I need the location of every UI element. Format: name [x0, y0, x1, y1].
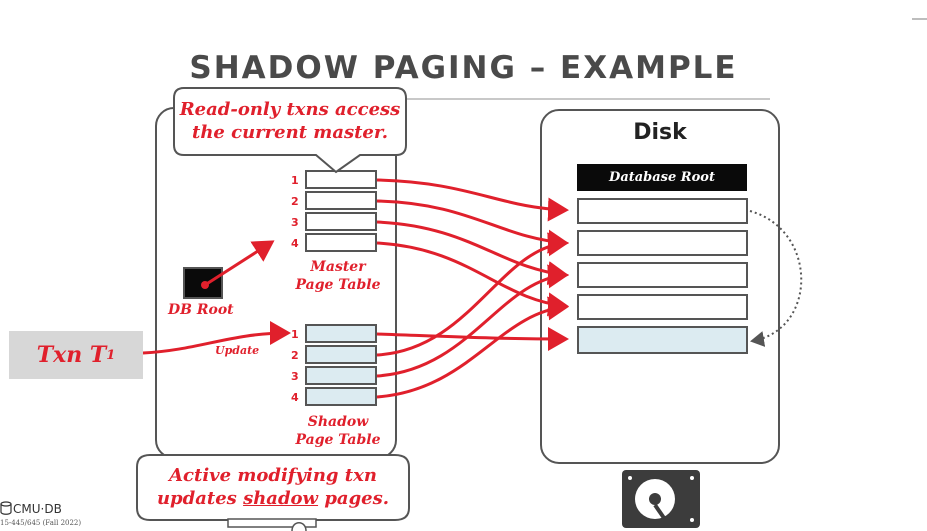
- shadow-table-label: Shadow Page Table: [286, 413, 390, 449]
- bottom-callout-line-1: Active modifying txn: [169, 465, 377, 486]
- db-root-label: DB Root: [168, 302, 234, 318]
- arrow-master-1: [376, 178, 569, 222]
- master-slot-1: [305, 170, 377, 189]
- arrow-master-3: [376, 220, 569, 286]
- disk-container: [540, 109, 780, 464]
- shadow-page-table: [305, 324, 377, 406]
- shadow-slot-2: [305, 345, 377, 364]
- hard-drive-icon: [622, 470, 700, 528]
- disk-page-2: [577, 230, 748, 256]
- database-root-box: Database Root: [577, 164, 747, 191]
- shadow-slot-num-1: 1: [291, 328, 299, 341]
- partial-slab: [227, 518, 317, 528]
- shadow-slot-1: [305, 324, 377, 343]
- disk-page-1: [577, 198, 748, 224]
- arrow-shadow-1: [376, 326, 569, 351]
- bottom-callout-bubble: [136, 454, 410, 521]
- page-title: SHADOW PAGING – EXAMPLE: [189, 50, 738, 86]
- arrow-master-4: [376, 241, 569, 317]
- txn-label: Txn T: [36, 342, 107, 368]
- title-underline: [180, 98, 770, 100]
- disk-page-4: [577, 294, 748, 320]
- master-page-table: [305, 170, 377, 252]
- shadow-slot-4: [305, 387, 377, 406]
- master-slot-num-4: 4: [291, 237, 299, 250]
- disk-page-3: [577, 262, 748, 288]
- master-label-line-2: Page Table: [295, 277, 381, 293]
- master-slot-num-2: 2: [291, 195, 299, 208]
- arrow-shadow-2: [376, 232, 569, 357]
- shadow-slot-3: [305, 366, 377, 385]
- top-callout-line-2: the current master.: [192, 122, 388, 143]
- dashed-return-arrow: [749, 210, 803, 347]
- shadow-slot-num-4: 4: [291, 391, 299, 404]
- bottom-callout-pre: updates: [156, 488, 244, 509]
- bottom-callout-underlined: shadow: [243, 488, 319, 509]
- master-slot-2: [305, 191, 377, 210]
- arrow-txn-update: [142, 321, 291, 355]
- update-label: Update: [215, 344, 260, 357]
- arrow-shadow-3: [376, 264, 569, 378]
- shadow-slot-num-2: 2: [291, 349, 299, 362]
- shadow-label-line-1: Shadow: [307, 414, 369, 430]
- arrow-master-2: [376, 199, 569, 254]
- top-callout-line-1: Read-only txns access: [179, 99, 401, 120]
- master-slot-num-1: 1: [291, 174, 299, 187]
- master-slot-3: [305, 212, 377, 231]
- database-icon: [0, 501, 12, 515]
- arrow-dbroot-master: [204, 240, 275, 287]
- footer-logo: CMU·DB: [13, 502, 62, 516]
- master-slot-4: [305, 233, 377, 252]
- master-slot-num-3: 3: [291, 216, 299, 229]
- corner-rule: [912, 18, 927, 20]
- top-callout-bubble: [173, 87, 407, 174]
- shadow-label-line-2: Page Table: [295, 432, 381, 448]
- bottom-callout-text: Active modifying txn updates shadow page…: [137, 464, 409, 510]
- disk-page-5-shadow: [577, 326, 748, 354]
- disk-title: Disk: [633, 120, 687, 145]
- bottom-callout-post: pages.: [318, 488, 390, 509]
- top-callout-text: Read-only txns access the current master…: [174, 98, 406, 144]
- txn-subscript: 1: [106, 347, 116, 363]
- master-label-line-1: Master: [310, 259, 366, 275]
- master-table-label: Master Page Table: [286, 258, 390, 294]
- footer-course: 15-445/645 (Fall 2022): [0, 519, 82, 527]
- shadow-slot-num-3: 3: [291, 370, 299, 383]
- arrow-shadow-4: [376, 296, 569, 399]
- bottom-callout-line-2: updates shadow pages.: [137, 487, 409, 510]
